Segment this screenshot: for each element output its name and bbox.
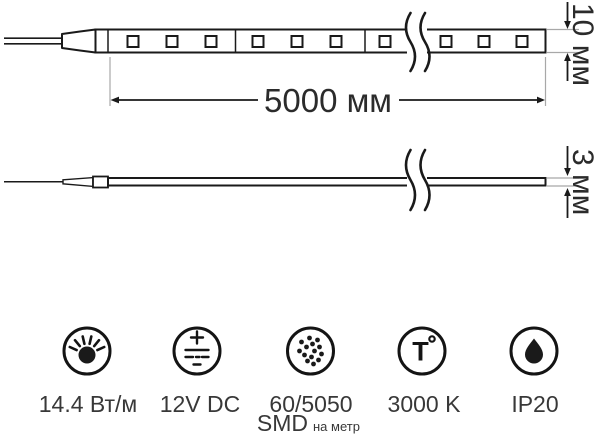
power-wires	[4, 37, 63, 45]
connector	[61, 28, 97, 54]
dimension-height: 10 мм	[547, 2, 599, 86]
strip-side-view	[4, 148, 547, 212]
dimension-thickness: 3 мм	[547, 146, 599, 218]
light-shine-icon	[62, 326, 112, 376]
feature-led-density-label: 60/5050	[269, 391, 352, 417]
temperature-icon	[397, 326, 447, 376]
feature-led-density-label2: SMD	[257, 410, 308, 435]
led-chip	[477, 35, 491, 48]
feature-led-density-note: на метр	[313, 419, 360, 434]
led-chip	[378, 35, 392, 48]
strip-top-view	[4, 11, 547, 73]
feature-color-temperature: T 3000 K	[388, 326, 462, 417]
dimension-length: 5000 мм	[109, 57, 547, 119]
feature-power: 14.4 Вт/м	[39, 326, 137, 417]
dimension-height-label: 10 мм	[566, 3, 599, 86]
strip-body-side	[107, 177, 547, 187]
feature-voltage-label: 12V DC	[160, 391, 241, 417]
connector-end-side	[92, 175, 109, 189]
feature-led-density: 60/5050 SMD на метр	[257, 326, 360, 435]
led-chip	[165, 35, 179, 48]
connector-side	[62, 176, 94, 188]
led-chip	[204, 35, 218, 48]
led-chip	[515, 35, 529, 48]
feature-color-temperature-label: 3000 K	[388, 391, 462, 417]
led-chip	[290, 35, 304, 48]
led-chip	[329, 35, 343, 48]
led-chip	[251, 35, 265, 48]
led-chip	[126, 35, 140, 48]
smd-dots-icon	[286, 326, 335, 376]
water-drop-icon	[509, 326, 559, 376]
degree-mark	[428, 335, 436, 343]
feature-items: 14.4 Вт/м 12V DC	[39, 326, 559, 435]
feature-protection-label: IP20	[511, 391, 558, 417]
break-mark-side	[404, 148, 431, 212]
dimension-length-label: 5000 мм	[264, 82, 392, 119]
led-chips	[126, 35, 529, 48]
temperature-glyph: T	[412, 337, 429, 367]
dimension-thickness-label: 3 мм	[566, 149, 599, 215]
dc-voltage-icon	[172, 326, 222, 376]
feature-voltage: 12V DC	[160, 326, 241, 417]
feature-power-label: 14.4 Вт/м	[39, 391, 137, 417]
led-chip	[439, 35, 453, 48]
break-mark	[404, 11, 431, 73]
feature-protection: IP20	[509, 326, 559, 417]
